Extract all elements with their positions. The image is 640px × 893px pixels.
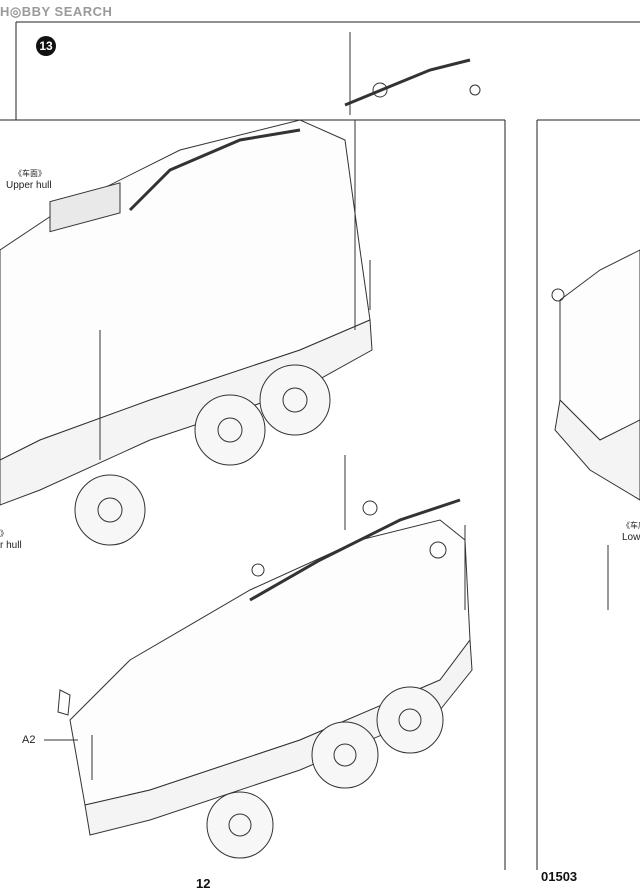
step-badge: 13 xyxy=(36,36,56,56)
page-number: 12 xyxy=(196,876,211,891)
vehicle-drawing-right-partial xyxy=(551,249,640,610)
kit-number: 01503 xyxy=(541,869,578,884)
part-a2-label: A2 xyxy=(22,734,36,746)
upper-hull-label-partial-en: r hull xyxy=(0,540,22,551)
upper-hull-label-zh: 《车面》 xyxy=(14,169,46,178)
upper-hull-label-partial-zh: 》 xyxy=(0,529,8,538)
lower-hull-label-partial: 《车底 Lowe xyxy=(622,520,640,544)
upper-hull-label-partial: 》 r hull xyxy=(0,528,22,552)
vehicle-drawing-upper xyxy=(0,32,481,546)
watermark: H◎BBY SEARCH xyxy=(0,4,113,19)
lower-hull-label-partial-zh: 《车底 xyxy=(622,521,640,530)
lower-hull-label-partial-en: Lowe xyxy=(622,532,640,543)
upper-hull-label: 《车面》 Upper hull xyxy=(6,168,52,192)
upper-hull-label-en: Upper hull xyxy=(6,180,52,191)
vehicle-drawing-lower xyxy=(44,455,473,859)
